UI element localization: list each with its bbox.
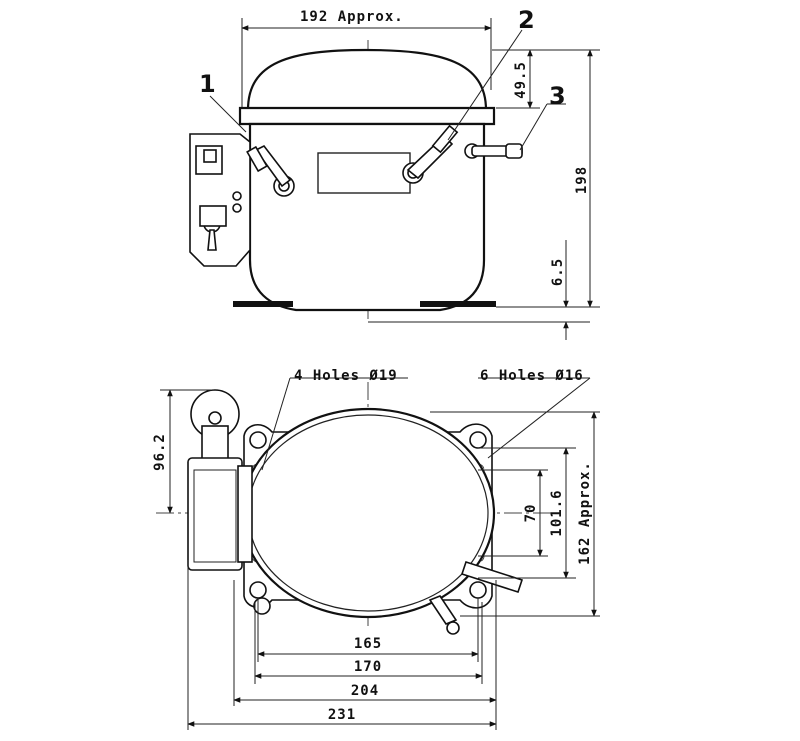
electrical-box [189,133,251,267]
dim-231: 231 [328,707,356,723]
connection-pipe-3 [464,143,523,159]
label-6-holes: 6 Holes Ø16 [480,368,584,384]
callout-2: 2 [518,6,535,34]
dim-70: 70 [523,504,539,523]
dim-101-6: 101.6 [549,489,565,536]
connection-pipe-2 [402,124,459,184]
dim-top-width: 192 Approx. [300,9,404,25]
dim-96-2: 96.2 [152,433,168,471]
dim-162: 162 Approx. [577,461,593,565]
connection-pipe-1 [246,144,295,197]
callout-1: 1 [199,70,216,98]
dim-6-5: 6.5 [550,258,566,286]
plan-view [156,377,600,730]
dim-170: 170 [354,659,382,675]
side-elevation-view [189,18,600,340]
electrical-box-plan [187,389,253,571]
dim-198: 198 [574,166,590,194]
dim-49-5: 49.5 [513,61,529,99]
dim-165: 165 [354,636,382,652]
callout-3: 3 [549,82,566,110]
label-4-holes: 4 Holes Ø19 [294,368,398,384]
dim-204: 204 [351,683,379,699]
